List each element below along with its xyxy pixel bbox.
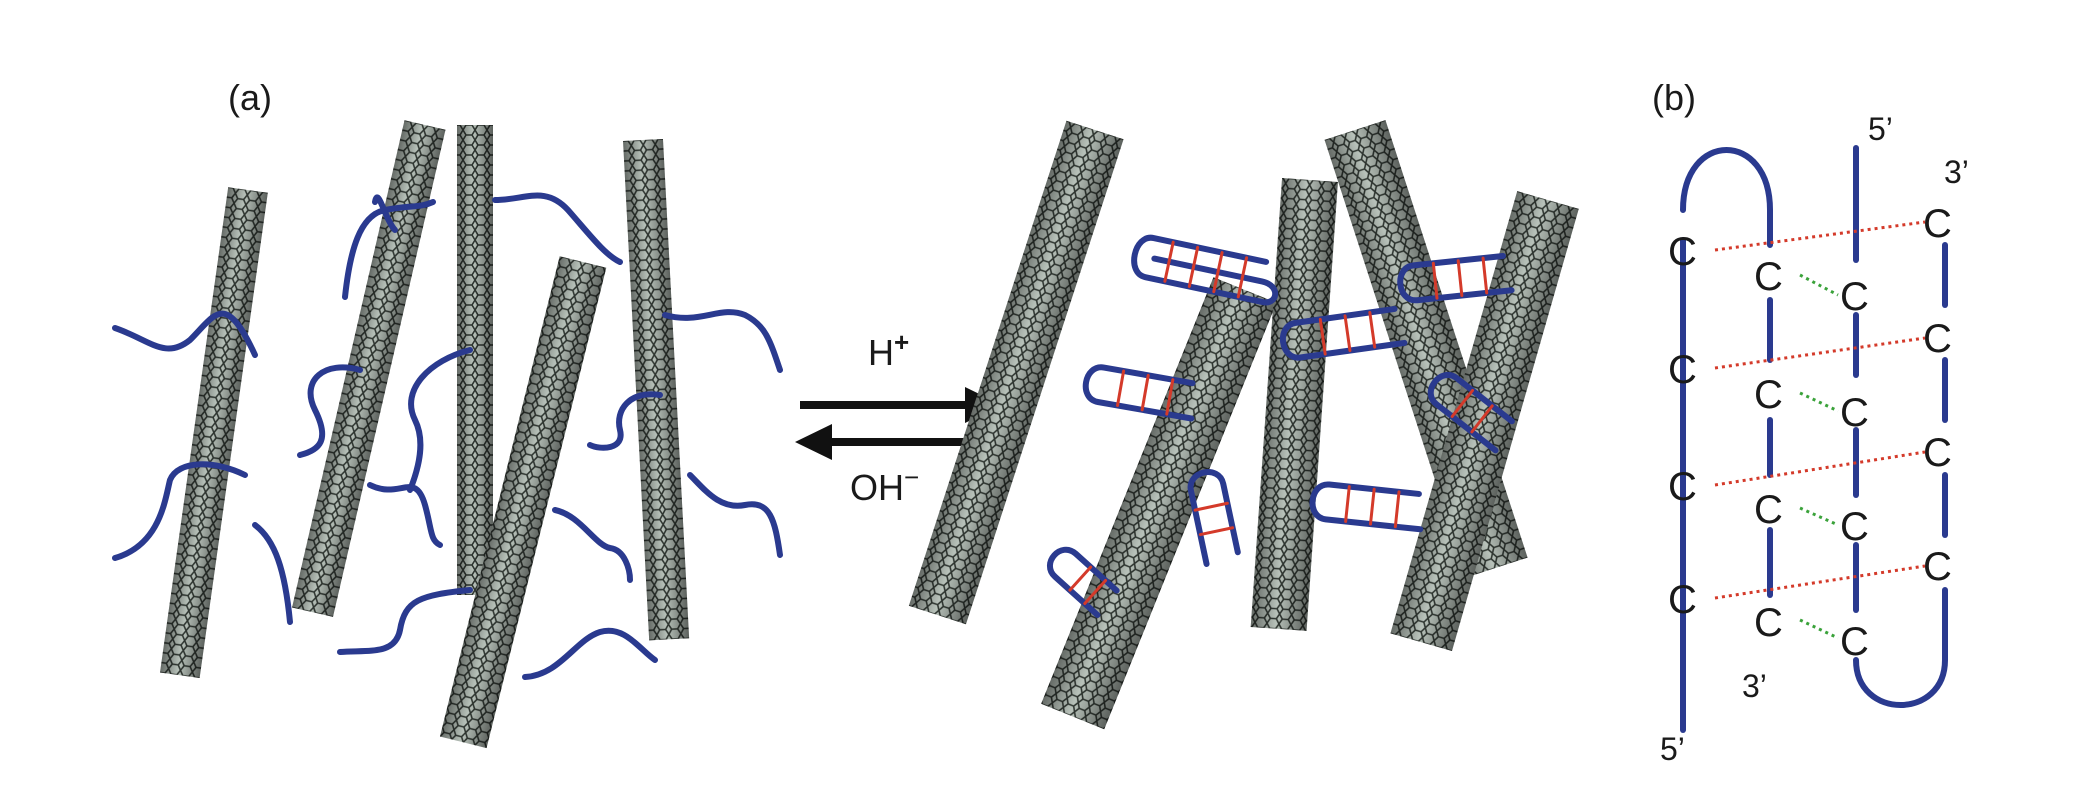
ssdna-strand [522, 627, 658, 680]
cytosine-base: C [1840, 275, 1869, 319]
strand-end-label: 5’ [1868, 111, 1893, 147]
cytosine-base: C [1840, 505, 1869, 549]
i-motif-hairpin [1309, 481, 1424, 533]
carbon-nanotube [1041, 277, 1277, 730]
reverse-arrow-label: OH− [850, 462, 919, 508]
i-motif-crosslinks [1046, 234, 1515, 618]
ssdna-strand [337, 587, 473, 655]
ssdna-strand [112, 310, 258, 358]
i-motif-hairpin [1279, 305, 1408, 361]
i-motif-schematic [1680, 145, 1948, 733]
ssdna-strand [662, 309, 783, 373]
panel-b-label: (b) [1652, 77, 1696, 118]
i-motif-hairpin [1082, 364, 1196, 422]
base-pairing-bonds [1714, 220, 1926, 640]
cytosine-base: C [1668, 348, 1697, 392]
strand-end-label: 5’ [1660, 731, 1685, 767]
cytosine-base: C [1754, 488, 1783, 532]
hemiprotonated-pair [1714, 220, 1926, 252]
i-motif-hairpin [1427, 372, 1515, 454]
ssdna-strand [367, 482, 443, 548]
carbon-nanotube [292, 120, 446, 617]
strand-loop [1853, 587, 1948, 708]
cytosine-base: C [1923, 317, 1952, 361]
hemiprotonated-pair [1799, 273, 1839, 297]
strand-loop [1680, 147, 1773, 248]
cytosine-base: C [1754, 373, 1783, 417]
cytosine-bases: C C C C C C C C C C C C C C C C [1668, 202, 1952, 664]
panel-a: (a) [112, 77, 1579, 749]
hemiprotonated-pair [1714, 450, 1926, 487]
i-motif-hairpin [1397, 252, 1515, 304]
cytosine-base: C [1754, 255, 1783, 299]
ssdna-strand [372, 194, 398, 233]
ssdna-strand [687, 472, 783, 558]
hemiprotonated-pair [1714, 336, 1926, 370]
i-motif-hairpin [1046, 546, 1120, 618]
carbon-nanotube [159, 187, 268, 679]
hemiprotonated-pair [1799, 506, 1839, 527]
cytosine-base: C [1840, 391, 1869, 435]
panel-b: (b) [1652, 77, 1969, 767]
carbon-nanotube [908, 120, 1124, 625]
ssdna-strand [587, 391, 663, 451]
carbon-nanotube [457, 125, 493, 595]
ssdna-strand [552, 507, 633, 583]
forward-arrow-label: H+ [868, 327, 909, 373]
panel-a-label: (a) [228, 77, 272, 118]
strand-end-label: 3’ [1944, 154, 1969, 190]
cytosine-base: C [1923, 545, 1952, 589]
carbon-nanotube [623, 138, 690, 641]
cytosine-base: C [1668, 230, 1697, 274]
carbon-nanotube [439, 256, 607, 749]
dispersed-state [112, 120, 783, 749]
hemiprotonated-pair [1799, 618, 1839, 640]
ssdna-strand [252, 522, 293, 625]
ssdna-strands [112, 192, 783, 680]
hemiprotonated-pair [1799, 391, 1839, 413]
ssdna-strand [492, 192, 623, 265]
cytosine-base: C [1668, 465, 1697, 509]
carbon-nanotube [1390, 191, 1579, 652]
crosslinked-state [908, 120, 1579, 730]
i-motif-hairpin [1131, 234, 1279, 306]
cytosine-base: C [1840, 620, 1869, 664]
ssdna-strand [297, 364, 363, 458]
ssdna-strand [112, 461, 248, 561]
cytosine-base: C [1754, 601, 1783, 645]
cytosine-base: C [1923, 202, 1952, 246]
cytosine-base: C [1668, 578, 1697, 622]
i-motif-hairpin [1187, 469, 1241, 567]
carbon-nanotube [1250, 178, 1338, 631]
ssdna-strand [407, 347, 473, 493]
cytosine-base: C [1923, 431, 1952, 475]
hemiprotonated-pair [1714, 564, 1926, 600]
strand-end-label: 3’ [1742, 668, 1767, 704]
